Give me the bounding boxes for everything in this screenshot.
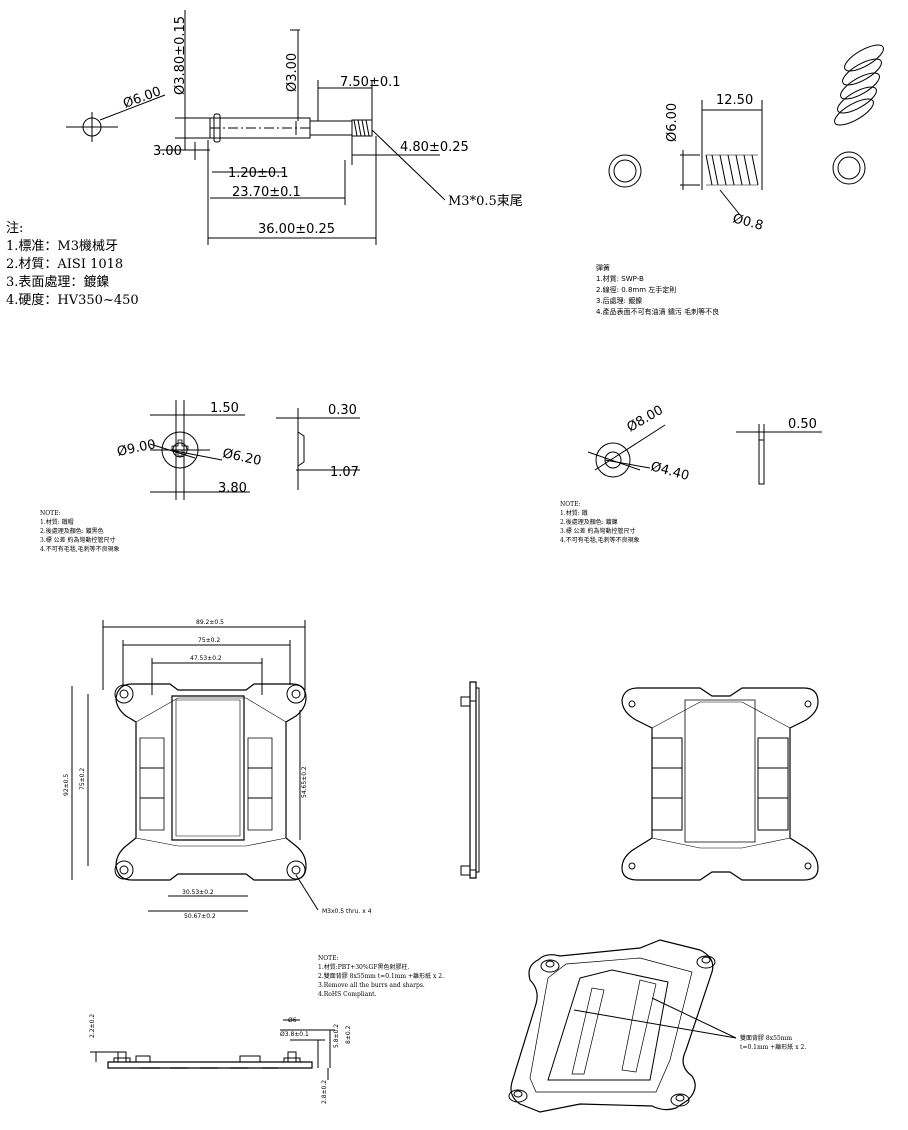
bracket-front-view [72,620,318,911]
washer1-dim-380: 3.80 [218,481,247,496]
bracket-thread-callout: M3x0.5 thru. x 4 [322,908,372,915]
spring-end-view-right [833,152,865,184]
spring-notes-title: 彈簧 [596,263,610,272]
bracket-note-3: 3.Remove all the burrs and sharps. [318,982,425,989]
washer2-side-view [759,440,764,484]
spring-side-view [706,155,758,185]
pin-dim-dia380: Ø3.80±0.15 [173,16,188,95]
pin-note-1: 1.標准：M3機械牙 [6,239,118,254]
spring-dim-od: Ø6.00 [665,103,680,142]
washer1-note-1: 1.材質: 鐵帽 [40,518,74,526]
spring-note-2: 2.線徑: 0.8mm 左手定則 [596,285,676,294]
bracket-side-view [461,682,479,878]
bracket-edge-view [90,1020,335,1080]
bracket-iso-labels: 雙面背膠 8x55mm t=0.1mm +離形紙 x 2. [740,1034,806,1051]
pin-dim-dia300: Ø3.00 [285,53,300,92]
bracket-dim-4753: 47.53±0.2 [190,655,222,662]
pin-thread-callout: M3*0.5束尾 [448,194,523,209]
bracket-side-dim-dia38: Ø3.8±0.1 [280,1031,309,1038]
pin-dim-3600: 36.00±0.25 [258,222,335,237]
bracket-dim-5465: 54.65±0.2 [301,766,308,798]
washer1-note-2: 2.後處理及顏色: 鍍黑色 [40,527,104,535]
washer1-dim-900: Ø9.00 [116,437,157,460]
washer1-drawing [150,400,360,500]
pin-dimension-labels: Ø3.80±0.15 Ø6.00 Ø3.00 7.50±0.1 3.00 4.8… [6,16,523,308]
spring-dim-wire: Ø0.8 [731,211,765,233]
pin-dim-480: 4.80±0.25 [400,140,469,155]
bracket-notes: NOTE: 1.材質:PBT+30%GF黑色射膠柱. 2.雙面背膠 8x55mm… [318,955,444,998]
pin-note-3: 3.表面處理：鍍鎳 [6,274,109,290]
washer2-dim-800: Ø8.00 [625,403,666,436]
washer2-note-3: 3.標 公差 約為彎動控管尺寸 [560,527,636,535]
bracket-note-4: 4.RoHS Compliant. [318,991,377,998]
spring-end-view-left [609,155,641,187]
washer1-dim-030: 0.30 [328,403,357,418]
pin-notes-title: 注: [6,221,23,236]
bracket-iso-view [509,940,736,1112]
washer2-note-4: 4.不可有毛毯,毛刺等不良現象 [560,536,640,544]
bracket-side-dim-8: 8±0.2 [345,1025,352,1044]
washer2-labels: Ø8.00 Ø4.40 0.50 NOTE: 1.材質: 鐵 2.後處理及顏色:… [560,403,817,544]
pin-note-4: 4.硬度：HV350~450 [6,292,139,308]
spring-labels: 12.50 Ø6.00 Ø0.8 彈簧 1.材質: SWP-B 2.線徑: 0.… [596,93,765,316]
bracket-notes-title: NOTE: [318,955,339,962]
spring-dim-length: 12.50 [716,93,753,108]
bracket-side-dim-28: 2.8±0.2 [321,1080,328,1104]
bracket-side-dim-58: 5.8±0.2 [333,1024,340,1048]
bracket-dim-3053: 30.53±0.2 [182,889,214,896]
washer2-dim-050: 0.50 [788,417,817,432]
bracket-tape-label-2: t=0.1mm +離形紙 x 2. [740,1043,806,1051]
spring-iso-view [831,40,887,130]
bracket-back-view [622,688,818,880]
washer2-drawing [588,424,822,484]
washer2-notes-title: NOTE: [560,501,581,508]
spring-note-1: 1.材質: SWP-B [596,274,644,283]
washer2-face-view [596,443,630,477]
bracket-dim-5067: 50.67±0.2 [184,913,216,920]
washer2-note-2: 2.後處理及顏色: 鍍鎳 [560,518,618,526]
washer1-labels: 1.50 Ø9.00 Ø6.20 3.80 0.30 1.07 NOTE: 1.… [40,401,359,553]
bracket-note-1: 1.材質:PBT+30%GF黑色射膠柱. [318,963,410,971]
pin-dim-120: 1.20±0.1 [228,166,289,181]
washer2-note-1: 1.材質: 鐵 [560,509,588,517]
pin-drawing [66,10,445,245]
bracket-dim-75-top: 75±0.2 [198,637,220,644]
pin-dim-750: 7.50±0.1 [340,75,401,90]
spring-drawing [609,40,887,215]
washer1-note-4: 4.不可有毛毯,毛刺等不良現象 [40,545,120,553]
bracket-dim-892: 89.2±0.5 [196,619,224,626]
bracket-note-2: 2.雙面背膠 8x55mm t=0.1mm +離形紙 x 2. [318,972,444,980]
bracket-edge-labels: Ø6 Ø3.8±0.1 2.2±0.2 5.8±0.2 8±0.2 2.8±0.… [89,1014,352,1104]
bracket-dim-75-left: 75±0.2 [79,768,86,790]
bracket-tape-label-1: 雙面背膠 8x55mm [740,1034,792,1042]
washer1-dim-150: 1.50 [210,401,239,416]
pin-dim-2370: 23.70±0.1 [232,185,301,200]
bracket-dim-92: 92±0.5 [63,774,70,796]
bracket-side-dim-22: 2.2±0.2 [89,1014,96,1038]
bracket-side-dim-dia6: Ø6 [288,1017,297,1024]
washer1-dim-620: Ø6.20 [221,446,262,469]
washer1-notes-title: NOTE: [40,510,61,517]
pin-note-2: 2.材質：AISI 1018 [6,257,123,272]
pin-dim-dia600: Ø6.00 [121,84,163,111]
washer2-dim-440: Ø4.40 [649,459,691,484]
spring-note-4: 4.產品表面不可有油漬 鏽污 毛刺等不良 [596,307,719,316]
spring-note-3: 3.后處理: 鍍鎳 [596,296,642,305]
washer1-dim-107: 1.07 [330,465,359,480]
pin-dim-300: 3.00 [153,144,182,159]
bracket-front-labels: 89.2±0.5 75±0.2 47.53±0.2 92±0.5 75±0.2 … [63,619,372,920]
washer1-note-3: 3.標 公差 約為彎動控管尺寸 [40,536,116,544]
